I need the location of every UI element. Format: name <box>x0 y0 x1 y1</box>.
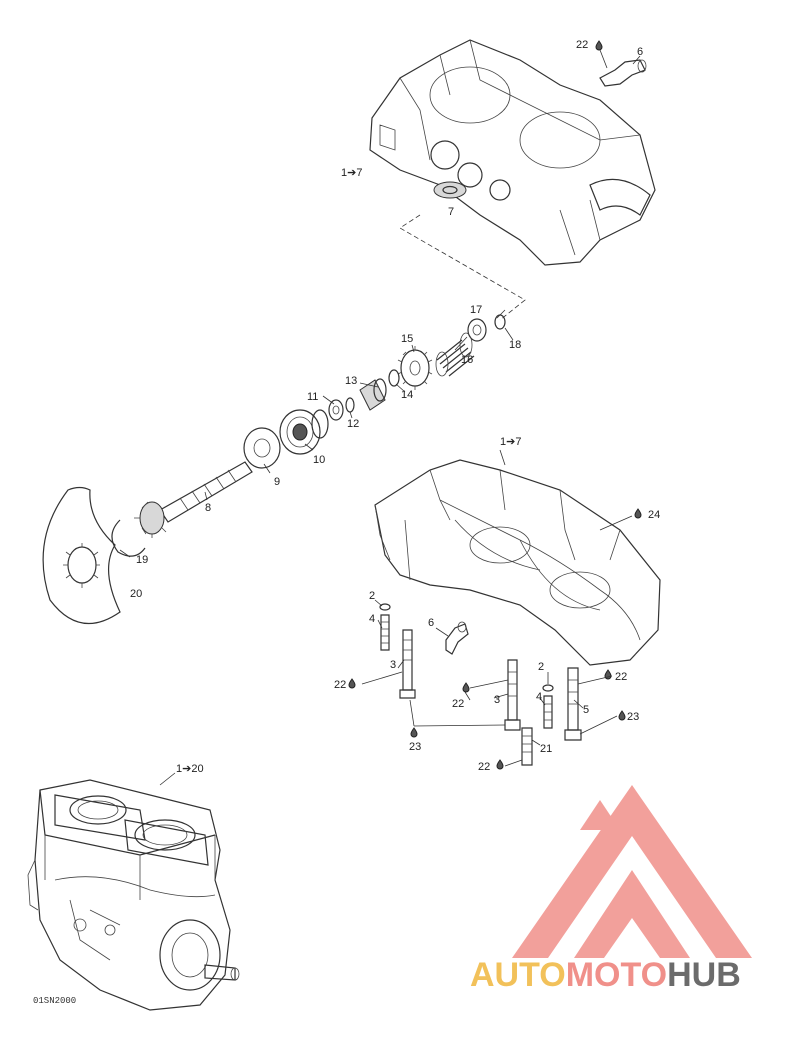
callout-4-right: 4 <box>536 691 542 703</box>
circlip-12 <box>345 397 355 413</box>
callout-10: 10 <box>313 454 325 466</box>
logo-auto: AUTO <box>470 956 566 994</box>
callout-7: 7 <box>448 206 454 218</box>
washer-2-left <box>379 603 391 611</box>
bolt-3-center <box>504 659 521 731</box>
callout-22-left: 22 <box>334 679 346 691</box>
shaft-8 <box>134 461 253 538</box>
callout-3-center: 3 <box>494 694 500 706</box>
callout-1to7-mid: 1➔7 <box>500 436 521 448</box>
callout-23-right: 23 <box>627 711 639 723</box>
circlip-19 <box>111 519 146 557</box>
callout-4-left: 4 <box>369 613 375 625</box>
svg-text:AUTOMOTOHUB: AUTOMOTOHUB <box>470 956 741 994</box>
callout-21: 21 <box>540 743 552 755</box>
callout-23-bottom: 23 <box>409 741 421 753</box>
washer-2-right <box>542 684 554 692</box>
stud-21 <box>521 727 533 766</box>
callout-14: 14 <box>401 389 413 401</box>
callout-6-mid: 6 <box>428 617 434 629</box>
callout-12: 12 <box>347 418 359 430</box>
spring-16 <box>435 332 475 377</box>
fitting-6-mid <box>445 621 469 655</box>
callout-2-left: 2 <box>369 590 375 602</box>
callout-16: 16 <box>461 354 473 366</box>
logo-moto: MOTO <box>566 956 667 994</box>
callout-22-right: 22 <box>615 671 627 683</box>
logo-hub: HUB <box>667 956 741 994</box>
callout-labels: 22 6 1➔7 7 17 18 15 16 13 14 11 12 10 9 … <box>130 39 660 775</box>
engine-assembly <box>27 779 240 1011</box>
ring-14 <box>388 369 400 387</box>
callout-8: 8 <box>205 502 211 514</box>
sealant-drop-icon <box>595 40 603 51</box>
drive-plate-20 <box>42 486 121 625</box>
callout-3-left: 3 <box>390 659 396 671</box>
callout-6-top: 6 <box>637 46 643 58</box>
callout-13: 13 <box>345 375 357 387</box>
washer-11 <box>328 399 344 421</box>
bushing-17 <box>467 318 487 342</box>
automotohub-logo: AUTOMOTOHUB <box>470 785 752 994</box>
sleeve-13 <box>359 378 387 411</box>
callout-19: 19 <box>136 554 148 566</box>
seal-9 <box>243 427 281 469</box>
bolt-4-left <box>379 603 391 651</box>
bolt-3-left <box>399 629 416 699</box>
callout-24: 24 <box>648 509 660 521</box>
leader-lines-lower <box>361 449 633 767</box>
callout-1to7-top: 1➔7 <box>341 167 362 179</box>
crankcase-seal <box>433 181 467 199</box>
callout-15: 15 <box>401 333 413 345</box>
callout-22-bottom: 22 <box>478 761 490 773</box>
callout-1to20: 1➔20 <box>176 763 204 775</box>
callout-11: 11 <box>307 391 318 403</box>
callout-5: 5 <box>583 704 589 716</box>
callout-22-center: 22 <box>452 698 464 710</box>
callout-17: 17 <box>470 304 482 316</box>
callout-2-right: 2 <box>538 661 544 673</box>
callout-9: 9 <box>274 476 280 488</box>
sealant-drop-icons <box>348 508 642 770</box>
bolt-4-right <box>542 684 554 729</box>
callout-22-top: 22 <box>576 39 588 51</box>
shaft-assembly <box>42 309 514 625</box>
fitting-elbow-top <box>599 59 647 87</box>
upper-crankcase <box>369 39 656 266</box>
o-ring-18 <box>494 314 506 330</box>
gear-15 <box>397 346 433 390</box>
callout-18: 18 <box>509 339 521 351</box>
lower-crankcase <box>374 459 661 666</box>
logo-triangle-icon <box>512 785 752 958</box>
callout-20: 20 <box>130 588 142 600</box>
drawing-code: 01SN2000 <box>33 996 76 1006</box>
bolt-5 <box>564 667 582 741</box>
bearing-10 <box>279 409 329 455</box>
